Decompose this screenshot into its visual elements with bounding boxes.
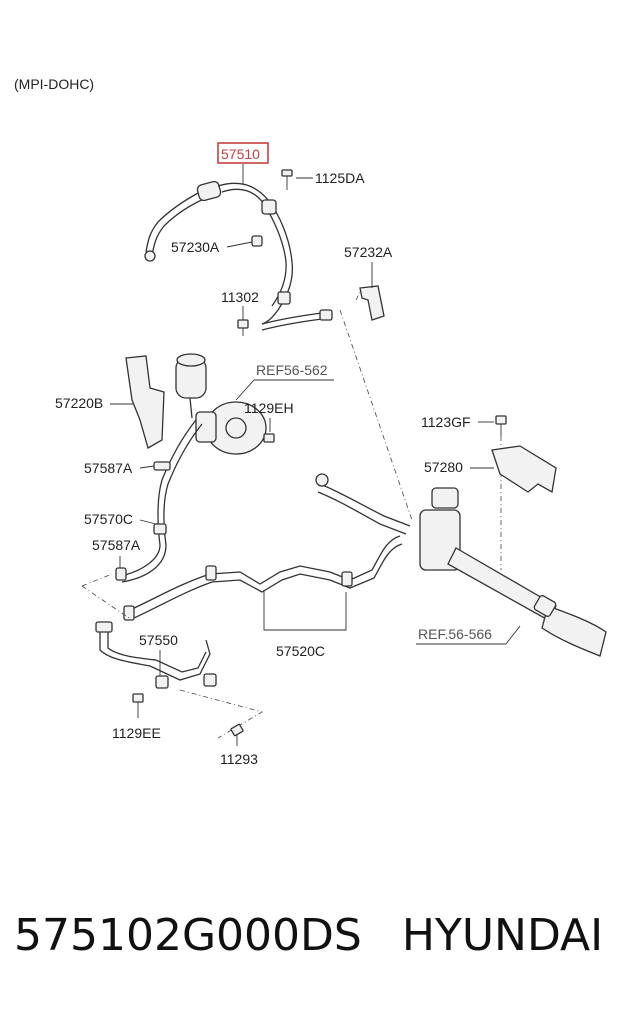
variant-label: (MPI-DOHC) <box>14 76 94 92</box>
part-number: 575102G000DS <box>14 910 362 961</box>
callout-11302[interactable]: 11302 <box>221 289 259 305</box>
callout-57587A-lower[interactable]: 57587A <box>92 537 141 553</box>
ref-56-566[interactable]: REF.56-566 <box>418 626 492 642</box>
bolt-1123GF <box>495 415 507 436</box>
callout-11293[interactable]: 11293 <box>220 751 258 767</box>
callout-1129EE[interactable]: 1129EE <box>112 725 161 741</box>
highlight-box <box>217 142 269 164</box>
callout-1129EH[interactable]: 1129EH <box>244 400 294 416</box>
heat-shield-57280 <box>491 445 557 494</box>
dash-hose-to-rack <box>339 309 413 521</box>
ref-56-562[interactable]: REF56-562 <box>256 362 328 378</box>
bolt-1129EE <box>132 693 144 703</box>
callout-57230A[interactable]: 57230A <box>171 239 220 255</box>
callout-57510[interactable]: 57510 <box>221 146 260 162</box>
bolt-1129EH <box>263 433 275 443</box>
bolt-11293 <box>230 723 244 746</box>
parts-diagram: (MPI-DOHC) 57510 1125DA 57230A 57232A 11… <box>14 76 607 767</box>
bolt-1125DA <box>281 169 293 190</box>
callout-57220B[interactable]: 57220B <box>55 395 103 411</box>
callout-1123GF[interactable]: 1123GF <box>421 414 471 430</box>
leader-57587A-upper <box>139 465 155 469</box>
callout-57550[interactable]: 57550 <box>139 632 178 648</box>
brand-name: HYUNDAI <box>401 910 604 961</box>
cooler-tubes <box>95 535 403 689</box>
bracket-57232A <box>359 285 385 321</box>
callout-57570C[interactable]: 57570C <box>84 511 133 527</box>
leader-ref-56-562 <box>235 379 255 401</box>
dash-cooler-1 <box>81 573 113 587</box>
leader-ref-56-566 <box>505 625 521 645</box>
leader-57230A <box>226 241 253 248</box>
dash-cooler-3 <box>179 689 264 739</box>
callout-1125DA[interactable]: 1125DA <box>315 170 365 186</box>
steering-rack <box>315 473 607 657</box>
reservoir-and-pump <box>175 353 267 455</box>
callout-57587A-upper[interactable]: 57587A <box>84 460 133 476</box>
callout-57520C[interactable]: 57520C <box>276 643 325 659</box>
dash-bracket <box>355 291 361 301</box>
footer: 575102G000DS HYUNDAI <box>14 910 614 970</box>
bolt-11302 <box>237 319 249 336</box>
callout-57280[interactable]: 57280 <box>424 459 463 475</box>
pressure-hose-assembly <box>144 180 333 331</box>
leader-57570C <box>139 519 157 525</box>
callout-57232A[interactable]: 57232A <box>344 244 393 260</box>
bracket-57220B <box>125 355 165 449</box>
bracket-57520C <box>263 590 347 631</box>
return-hose <box>115 419 203 583</box>
dash-cooler-2 <box>81 585 133 621</box>
